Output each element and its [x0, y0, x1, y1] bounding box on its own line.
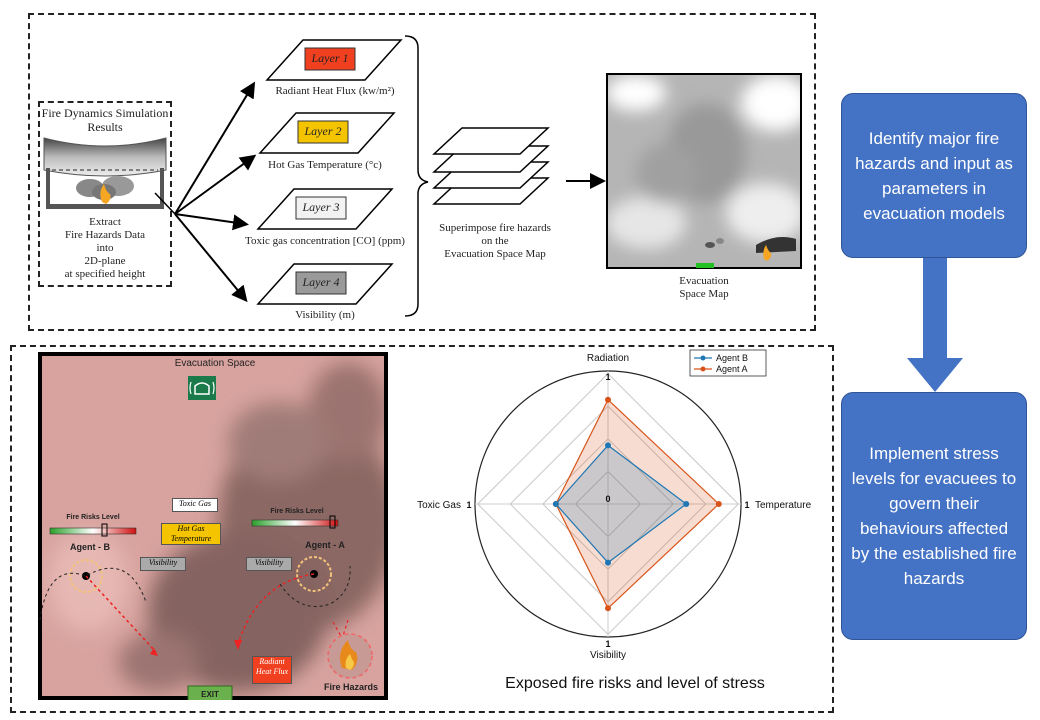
exit-sign [187, 685, 233, 700]
chart-caption: Exposed fire risks and level of stress [505, 675, 765, 692]
alarm-icon [188, 376, 216, 400]
center-label: 0 [605, 494, 610, 504]
axis-max-label: 1 [605, 639, 610, 649]
fds-slice-illustration [43, 137, 167, 209]
fire-hazards-label: Fire Hazards [323, 682, 379, 692]
simulation-pipeline-box [28, 13, 816, 331]
radar-point [683, 501, 690, 507]
identify-hazards-box: Identify major fire hazards and input as… [841, 93, 1027, 258]
axis-max-label: 1 [605, 372, 610, 382]
axis-label-toxic-gas: Toxic Gas [417, 500, 461, 511]
axis-label-radiation: Radiation [587, 353, 629, 364]
radar-point [605, 605, 611, 612]
radar-point [605, 442, 611, 449]
layer-3-caption: Toxic gas concentration [CO] (ppm) [245, 235, 405, 247]
radar-point [715, 501, 722, 507]
layer-1-label: Layer 1 [311, 51, 349, 65]
fire-risks-label-a: Fire Risks Level [270, 508, 324, 515]
layer-2-caption: Hot Gas Temperature (°c) [268, 159, 382, 171]
axis-label-visibility: Visibility [590, 650, 626, 661]
fds-results-box [38, 101, 172, 287]
layer-4-caption: Visibility (m) [295, 309, 355, 321]
axis-max-label: 1 [744, 500, 749, 510]
extract-text: Extract Fire Hazards Data into 2D-plane … [64, 216, 146, 280]
superimpose-text: Superimpose fire hazards on the Evacuati… [439, 222, 551, 260]
axis-label-temperature: Temperature [755, 500, 812, 511]
fire-risks-label-b: Fire Risks Level [66, 514, 120, 521]
legend-marker [700, 355, 706, 361]
layer-3-label: Layer 3 [302, 200, 340, 214]
legend-marker [700, 366, 706, 372]
visibility-label-a: Visibility [246, 557, 292, 571]
legend-label: Agent A [716, 364, 748, 374]
radar-point [605, 396, 611, 403]
evacuation-space-map [606, 73, 802, 269]
stacked-layers-icon [432, 127, 550, 205]
visibility-label-b: Visibility [140, 557, 186, 571]
layer-2-label: Layer 2 [304, 124, 342, 138]
legend-box [689, 349, 767, 377]
layer-3-plane [256, 188, 394, 230]
radar-point [605, 559, 611, 566]
layer-4-plane [256, 263, 394, 305]
fire-risk-bar-a [251, 515, 339, 529]
agent-icon [705, 242, 715, 248]
fire-hazard-icon [327, 633, 373, 679]
map-caption: Evacuation Space Map [679, 275, 729, 300]
agent-a-label: Agent - A [305, 540, 345, 550]
layer-1-plane [265, 39, 403, 81]
agent-icon [716, 238, 724, 244]
layer-4-label: Layer 4 [302, 275, 340, 289]
layer-1-caption: Radiant Heat Flux (kw/m²) [275, 85, 395, 97]
hot-gas-label: Hot Gas Temperature [161, 523, 221, 545]
fds-title: Fire Dynamics Simulation Results [41, 106, 169, 134]
flow-down-arrow [907, 258, 963, 392]
axis-max-label: 1 [466, 500, 471, 510]
exit-label: EXIT [201, 690, 219, 699]
radiant-heat-label: Radiant Heat Flux [252, 656, 292, 684]
flame-icon [100, 184, 111, 204]
stress-levels-box: Implement stress levels for evacuees to … [841, 392, 1027, 640]
agent-b-label: Agent - B [70, 542, 110, 552]
toxic-gas-label: Toxic Gas [172, 498, 218, 512]
results-box [10, 345, 834, 713]
radar-point [552, 501, 559, 507]
scene-title: Evacuation Space [174, 358, 256, 369]
layer-2-plane [258, 112, 396, 154]
flame-icon [763, 245, 772, 261]
legend-label: Agent B [716, 353, 748, 363]
fire-risk-bar-b [49, 523, 137, 537]
